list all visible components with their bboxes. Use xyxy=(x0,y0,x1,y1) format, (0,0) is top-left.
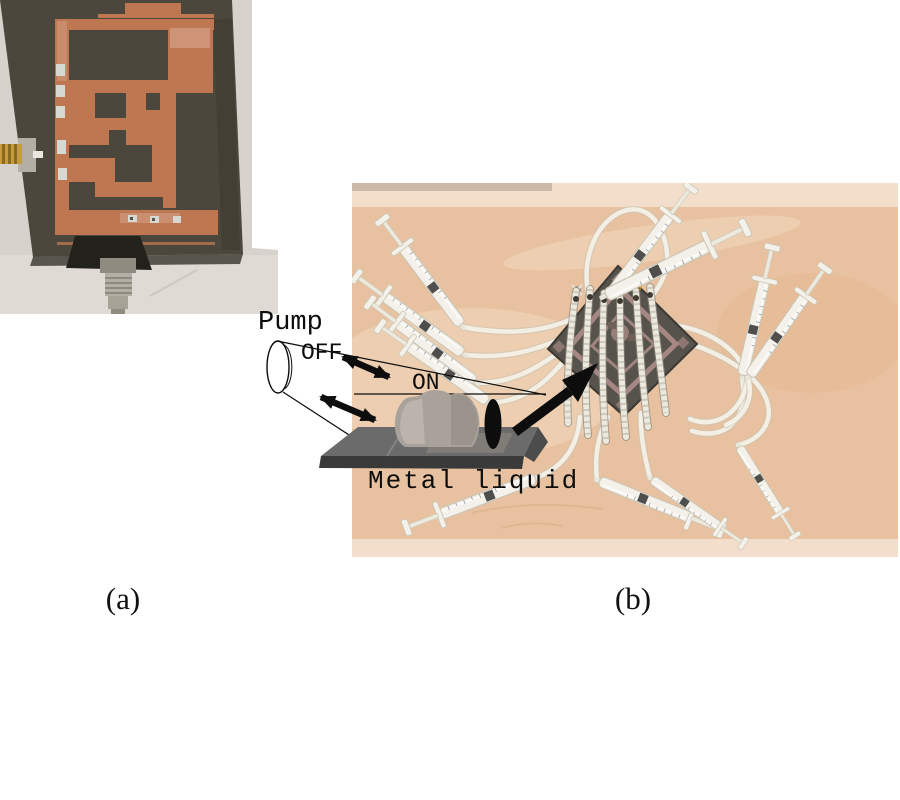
tube xyxy=(686,374,752,426)
tube xyxy=(461,335,564,360)
sma-connector-bottom xyxy=(66,236,152,314)
pcb-photo-graphic xyxy=(0,0,278,314)
sma-connector-left xyxy=(0,138,43,172)
pump-schematic: Pump OFF ON xyxy=(258,308,598,496)
solder-pads xyxy=(56,64,181,223)
panel-b-photo xyxy=(322,176,900,557)
inset-diagram: Pump OFF ON xyxy=(255,296,607,504)
needle-tube xyxy=(646,283,670,417)
metal-liquid-label: Metal liquid xyxy=(368,466,579,496)
tube xyxy=(583,205,671,307)
pointer-arrow-icon xyxy=(512,363,598,437)
syringe-photo-graphic xyxy=(322,176,900,557)
on-arrow-icon xyxy=(319,394,377,423)
tube xyxy=(459,315,576,336)
tube xyxy=(690,341,773,449)
tubing xyxy=(459,205,773,484)
off-arrow-icon xyxy=(341,354,391,380)
tube xyxy=(486,359,566,407)
tube xyxy=(534,413,584,481)
tube xyxy=(637,409,654,482)
panel-b-label: (b) xyxy=(614,581,652,616)
droplet-lens-icon xyxy=(484,399,502,449)
off-label: OFF xyxy=(301,340,342,366)
needle-tube xyxy=(581,285,594,439)
needle-tube xyxy=(632,287,652,431)
panel-a-label: (a) xyxy=(105,581,141,616)
tube xyxy=(473,349,562,387)
needle-tubes xyxy=(563,283,670,445)
needle-tube xyxy=(563,287,580,427)
needle-tube xyxy=(598,289,610,445)
metal-liquid-blob xyxy=(394,389,480,447)
pump-label: Pump xyxy=(258,308,323,338)
needle-tube xyxy=(616,291,630,441)
panel-a-photo xyxy=(0,0,278,314)
